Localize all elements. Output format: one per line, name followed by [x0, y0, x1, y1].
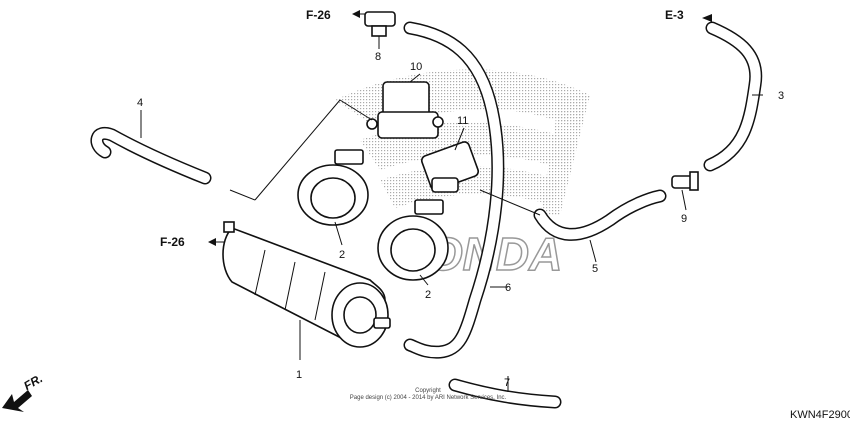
callout-4: 4	[137, 97, 143, 109]
callout-7: 7	[504, 377, 510, 389]
callout-6: 6	[505, 282, 511, 294]
canister-1	[222, 221, 391, 348]
callout-1: 1	[296, 369, 302, 381]
ref-f26-left: F-26	[160, 235, 185, 249]
callout-2a: 2	[339, 249, 345, 261]
hose-7	[448, 378, 562, 409]
direction-label: FR.	[21, 371, 45, 393]
callout-9: 9	[681, 213, 687, 225]
callout-11: 11	[457, 115, 468, 127]
hose-5	[533, 189, 667, 241]
reference-arrows	[208, 10, 712, 246]
connector-9	[671, 171, 699, 191]
hose-4	[90, 126, 212, 185]
copyright-line-2: Page design (c) 2004 - 2014 by ARI Netwo…	[350, 395, 507, 401]
ref-e3: E-3	[665, 8, 684, 22]
band-2-lower	[377, 199, 449, 281]
callout-3: 3	[778, 90, 784, 102]
band-2-upper	[297, 149, 369, 226]
solenoid-valve-10	[366, 81, 444, 139]
valve-11	[420, 141, 480, 193]
callout-8: 8	[375, 51, 381, 63]
callout-10: 10	[410, 61, 422, 73]
leader-lines	[140, 36, 763, 392]
direction-arrow	[2, 390, 32, 412]
hose-6	[403, 21, 505, 359]
callout-2b: 2	[425, 289, 431, 301]
diagram-code: KWN4F2900	[790, 409, 850, 421]
callout-5: 5	[592, 263, 598, 275]
copyright-line-1: Copyright	[415, 388, 441, 394]
connector-8	[364, 11, 396, 37]
hose-3	[703, 21, 763, 172]
ref-f26-top: F-26	[306, 8, 331, 22]
